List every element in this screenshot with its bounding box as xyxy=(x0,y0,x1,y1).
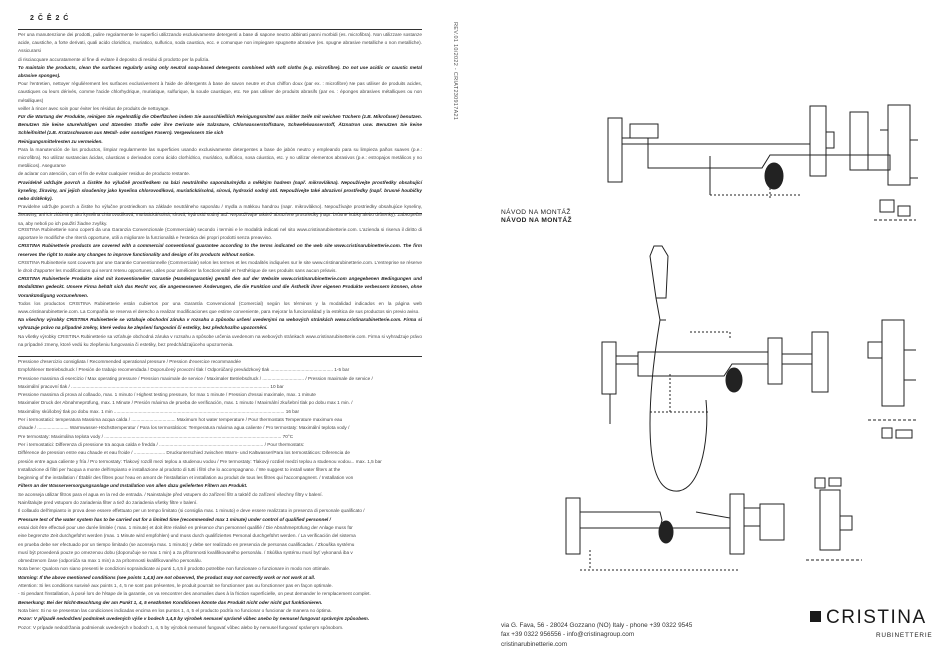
warranty-section: CRISTINA Rubinetterie sono coperti da un… xyxy=(18,226,422,349)
warranty-paragraph: CRISTINA Rubinetterie sono coperti da un… xyxy=(18,227,422,241)
specs-paragraph: Pozor: V prípade nedodržania podmienok u… xyxy=(18,624,344,630)
specs-paragraph: obmedzenom čase (odporúča sa max 1 min) … xyxy=(18,558,202,564)
specs-paragraph: Maximální pracovní tlak / ..............… xyxy=(18,383,284,389)
bath-mixer-handshower-drawing xyxy=(601,245,829,492)
specs-paragraph: - Si pendant l'installation, à posé lors… xyxy=(18,591,371,597)
warranty-paragraph: CRISTINA Rubinetterie sont couverts par … xyxy=(18,259,422,274)
specs-paragraph: Nota bene: Qualora non siano presenti le… xyxy=(18,566,331,572)
brand-name: CRISTINA xyxy=(826,607,927,628)
warranty-paragraph: Todos los productos CRISTINA Rubinetteri… xyxy=(18,300,422,315)
contact-address: via G. Fava, 56 - 28024 Gozzano (NO) Ita… xyxy=(501,622,693,629)
cleaning-paragraph: Para la manutención de los productos, li… xyxy=(18,146,422,169)
specs-paragraph: Per i termostatici: temperatura Massima … xyxy=(18,417,343,423)
top-rule xyxy=(18,29,422,30)
brand-sub: RUBINETTERIE xyxy=(876,632,933,639)
side-view-drawing-3 xyxy=(806,477,862,561)
contact-block: via G. Fava, 56 - 28024 Gozzano (NO) Ita… xyxy=(501,621,692,649)
warranty-paragraph: CRISTINA Rubinetterie Produkte sind mit … xyxy=(18,276,422,298)
cleaning-paragraph: Pravidelně udržujte povrch a čistěte ho … xyxy=(18,179,422,202)
specs-paragraph: Il collaudo dell'impianto in prova deve … xyxy=(18,508,365,514)
side-view-drawing xyxy=(874,104,918,221)
specs-paragraph: Pressione massima di prova al collaudo, … xyxy=(18,392,316,398)
specs-paragraph: Per i termostatici: Differenza di pressi… xyxy=(18,441,305,447)
cleaning-paragraph: veiller à rincer avec soin pour éviter l… xyxy=(18,105,170,111)
bath-mixer-wall-drawing xyxy=(607,105,891,200)
header-letters: 2 Č Ê 2 Ć xyxy=(30,15,70,22)
specs-paragraph: Attention: Si les conditions susvisé aux… xyxy=(18,583,333,589)
specs-paragraph: Différence de pression entre eau chaude … xyxy=(18,450,350,456)
cleaning-paragraph: Reinigungsmittelresten zu vermeiden. xyxy=(18,138,103,144)
specs-paragraph: Bemerkung: Bei der Nicht-Beachtung der a… xyxy=(18,599,323,605)
side-view-drawing-2 xyxy=(867,319,918,439)
specs-paragraph: Filtern an der Wasserversorgungsanlage u… xyxy=(18,483,248,489)
shower-mixer-drawing xyxy=(565,493,785,571)
specs-paragraph: Pressione d'esercizio consigliata / Reco… xyxy=(18,359,241,364)
title-line-2: NÁVOD NA MONTÁŽ xyxy=(501,217,572,224)
contact-web[interactable]: cristinarubinetterie.com xyxy=(501,640,568,648)
specs-paragraph: Pre termostaty: Maximálna teplota vody /… xyxy=(18,433,294,439)
cleaning-paragraph: de aclarar con atención, con el fin de e… xyxy=(18,171,190,177)
specs-paragraph: en prueba debe ser efectuado por un tiem… xyxy=(18,541,355,547)
specs-paragraph: beginning of the installation / Établir … xyxy=(18,475,354,481)
warranty-paragraph: Na všetky výrobky CRISTINA Rubinetterie … xyxy=(18,333,422,347)
cleaning-section: Per una manutenzione dei prodotti, pulir… xyxy=(18,31,422,228)
specs-paragraph: Maximaler Druck der Abnahmeprüfung, max.… xyxy=(18,400,353,406)
warranty-paragraph: Na všechny výrobky CRISTINA Rubinetterie… xyxy=(18,317,422,331)
section-rule xyxy=(18,213,422,214)
specs-paragraph: Installazione di filtri per l'acqua a mo… xyxy=(18,466,341,472)
specs-paragraph: eine begrenzte Zeit durchgeführt werden … xyxy=(18,533,356,539)
specs-paragraph: Nainštalujte pred vstupom do zariadenia … xyxy=(18,500,198,506)
title-line-1: NÁVOD NA MONTÁŽ xyxy=(501,209,571,216)
specs-paragraph: presión entre agua caliente y fría / Pro… xyxy=(18,458,382,464)
specs-section: Pressione d'esercizio consigliata / Reco… xyxy=(18,358,422,632)
technical-drawings xyxy=(565,104,918,571)
specs-paragraph: Nota bien: Si no se presentan las condic… xyxy=(18,607,332,613)
specs-paragraph: Maximálny skúšobný tlak po dobu max. 1 m… xyxy=(18,408,300,414)
warranty-paragraph: CRISTINA Rubinetterie products are cover… xyxy=(18,243,422,257)
contact-fax: fax +39 0322 956556 - info@cristinagroup… xyxy=(501,631,635,639)
specs-paragraph: Pozor: V případě nedodržení podmínek uve… xyxy=(18,616,370,622)
specs-paragraph: Pressione massima di esercizio / Max ope… xyxy=(18,375,373,381)
black-square-icon xyxy=(810,611,821,622)
cleaning-paragraph: di risciacquare accuratamente al fine di… xyxy=(18,56,210,62)
cleaning-paragraph: To maintain the products, clean the surf… xyxy=(18,64,422,79)
page-title: NÁVOD NA MONTÁŽ NÁVOD NA MONTÁŽ xyxy=(501,209,572,225)
cleaning-paragraph: Pour l'entretien, nettoyer régulièrement… xyxy=(18,81,422,103)
cleaning-paragraph: Per una manutenzione dei prodotti, pulir… xyxy=(18,32,422,54)
specs-paragraph: essai doit être effectué pour une durée … xyxy=(18,524,353,530)
section-rule xyxy=(18,356,422,357)
specs-paragraph: Se aconseja utilizar filtros para el agu… xyxy=(18,491,323,497)
document-code: REV.01 10/2022 - CRIAT230917A21 xyxy=(452,22,458,121)
specs-paragraph: Pressure test of the water system has to… xyxy=(18,516,331,522)
specs-paragraph: Empfohlener Betriebsdruck / Presión de t… xyxy=(18,367,350,373)
specs-paragraph: chaude / ........................ Warmwa… xyxy=(18,425,350,431)
specs-paragraph: Warning: If the above mentioned conditio… xyxy=(18,574,316,580)
cleaning-paragraph: Für die Wartung der Produkte, reinigen S… xyxy=(18,114,422,136)
cleaning-paragraph: Pravidelne udržujte povrch a čistite ho … xyxy=(18,204,422,226)
specs-paragraph: musí být provedená pouze po omezenou dob… xyxy=(18,549,353,555)
